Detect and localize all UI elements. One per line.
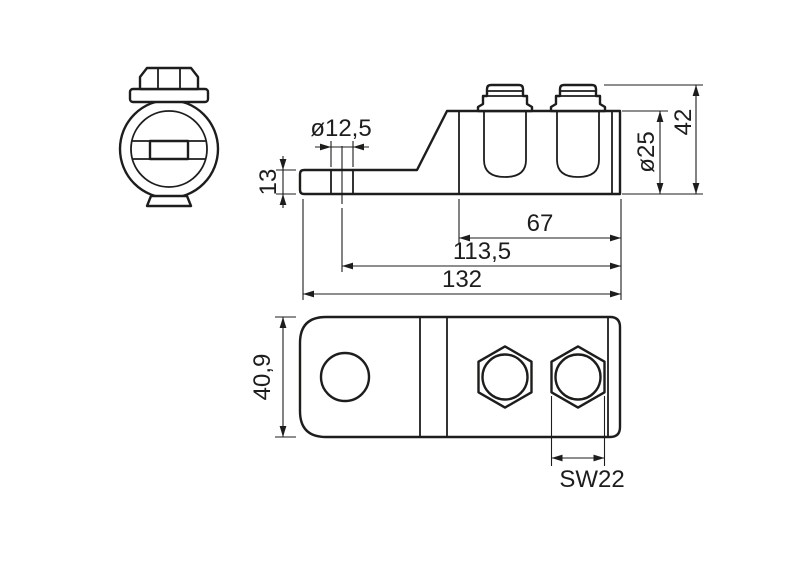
side-view: [298, 83, 622, 204]
tang-hole: [319, 351, 371, 403]
arrowhead: [656, 111, 664, 122]
end-view-outer-circle: [118, 98, 220, 200]
screw-circle: [554, 353, 602, 401]
side-outline: [298, 109, 622, 196]
barrel-diameter-label: ø25: [633, 131, 660, 172]
arrowhead: [303, 290, 314, 298]
overall-height-label: 42: [670, 109, 697, 136]
dimension-hole-diameter: ø12,5: [310, 115, 372, 167]
clamp-screw-hex-2: [550, 345, 606, 409]
dimension-hole-to-end-length: 113,5: [341, 208, 621, 272]
top-view: [298, 315, 622, 439]
overall-length-label: 132: [442, 266, 482, 293]
screw-head: [476, 83, 534, 113]
arrowhead: [551, 454, 563, 462]
arrowhead: [459, 234, 470, 242]
hex-head-outline: [550, 345, 606, 409]
hole-to-end-length-label: 113,5: [453, 238, 511, 265]
end-view: [118, 66, 220, 208]
clamp-screw-hex-1: [477, 345, 533, 409]
wrench-size-label: SW22: [559, 466, 624, 493]
dimension-tang-thickness: 13: [255, 156, 296, 208]
end-view-inner-circle: [130, 110, 208, 188]
arrowhead: [656, 183, 664, 194]
hex-head-outline: [477, 345, 533, 409]
screw-collar: [128, 87, 210, 104]
arrowhead: [610, 234, 621, 242]
dimension-wrench-size: SW22: [550, 396, 625, 493]
screw-bore: [556, 110, 600, 178]
hole-diameter-label: ø12,5: [310, 115, 371, 142]
arrowhead: [279, 426, 287, 437]
arrowhead: [342, 262, 353, 270]
dimension-overall-length: 132: [302, 199, 621, 300]
arrowhead: [692, 183, 700, 194]
dimension-overall-height: 42: [604, 84, 703, 194]
arrowhead: [279, 317, 287, 328]
arrowhead: [610, 262, 621, 270]
clamp-length-label: 67: [527, 210, 554, 237]
arrowhead: [610, 290, 621, 298]
arrowhead: [593, 454, 605, 462]
arrowhead: [353, 143, 364, 151]
arrowhead: [692, 85, 700, 96]
arrowhead: [279, 159, 287, 170]
arrowhead: [279, 194, 287, 205]
body-width-label: 40,9: [249, 354, 276, 401]
hex-screw-head: [138, 66, 200, 91]
top-outline: [298, 315, 622, 439]
screw-bore: [483, 110, 527, 178]
screw-head: [549, 83, 607, 113]
arrowhead: [320, 143, 331, 151]
clamp-screw-2: [549, 83, 607, 178]
dimension-clamp-length: 67: [458, 199, 622, 300]
clamp-screw-1: [476, 83, 534, 178]
screw-circle: [481, 353, 529, 401]
conductor-slot: [148, 139, 190, 161]
dimension-body-width: 40,9: [249, 316, 296, 438]
dimension-barrel-diameter: ø25: [622, 110, 703, 195]
tang-thickness-label: 13: [255, 169, 282, 196]
base-foot: [145, 194, 193, 208]
